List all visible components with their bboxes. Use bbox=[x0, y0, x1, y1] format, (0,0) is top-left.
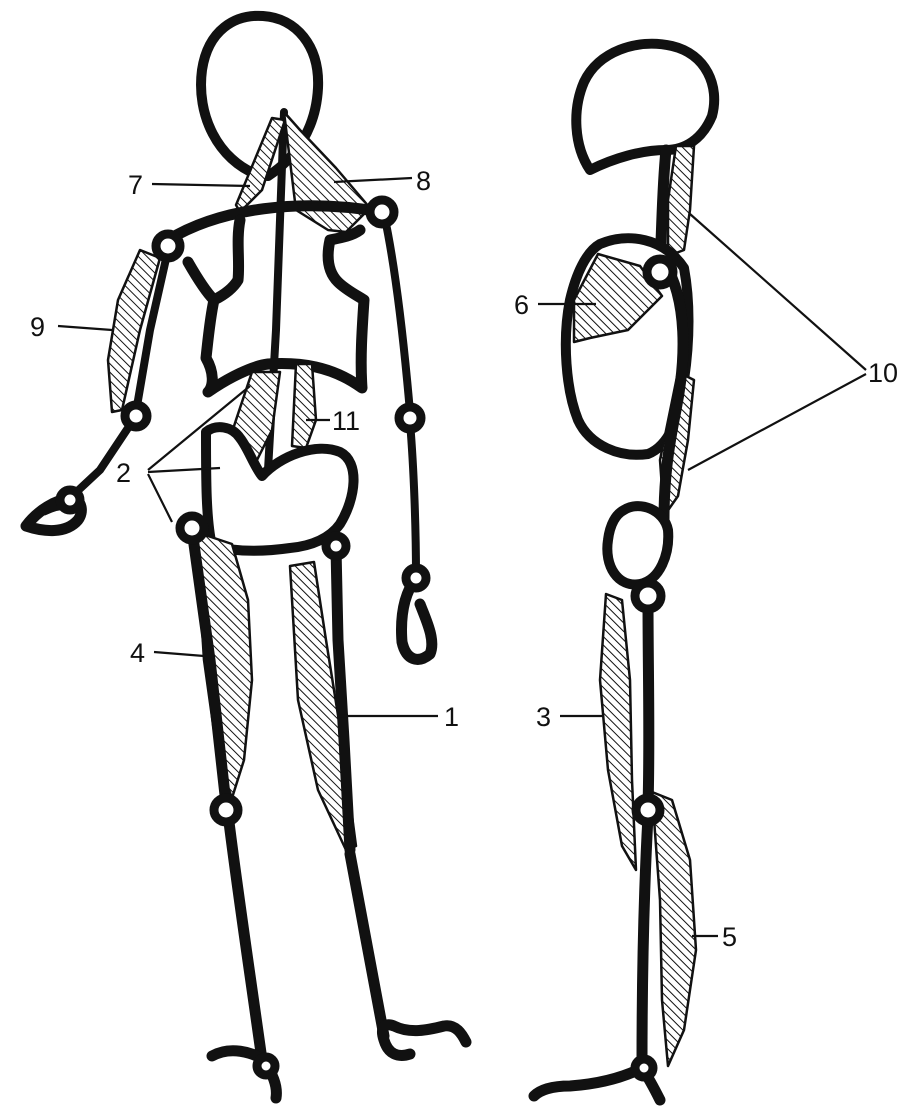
muscle-8 bbox=[284, 112, 370, 232]
muscle-10-upper bbox=[668, 146, 694, 256]
label-11: 11 bbox=[332, 406, 360, 436]
label-8: 8 bbox=[416, 166, 431, 196]
back-wrist-joint-right bbox=[60, 490, 80, 510]
side-shoulder-joint bbox=[647, 259, 673, 285]
muscle-11 bbox=[292, 364, 316, 448]
label-1: 1 bbox=[444, 702, 459, 732]
back-elbow-joint-right bbox=[125, 405, 147, 427]
back-shin-right bbox=[228, 814, 262, 1060]
muscle-5 bbox=[652, 792, 696, 1066]
label-10: 10 bbox=[868, 358, 898, 388]
leader-10b bbox=[688, 374, 866, 470]
back-knee-joint-right bbox=[214, 798, 238, 822]
label-6: 6 bbox=[514, 290, 529, 320]
leader-10a bbox=[690, 214, 866, 370]
side-pelvis bbox=[607, 506, 668, 584]
muscle-3 bbox=[600, 594, 636, 870]
back-hip-joint-left bbox=[326, 536, 346, 556]
back-foot-left bbox=[382, 1025, 466, 1056]
leader-lines bbox=[58, 178, 866, 936]
back-wrist-joint-left bbox=[406, 568, 426, 588]
back-shoulder-joint-right bbox=[156, 234, 180, 258]
label-2: 2 bbox=[116, 458, 131, 488]
leader-2c bbox=[148, 474, 172, 522]
side-view-figure bbox=[534, 44, 714, 1100]
leader-7 bbox=[152, 184, 250, 186]
label-4: 4 bbox=[130, 638, 145, 668]
label-5: 5 bbox=[722, 922, 737, 952]
leader-4 bbox=[154, 652, 204, 656]
side-shin bbox=[642, 816, 648, 1064]
back-shoulder-joint-left bbox=[370, 200, 394, 224]
side-knee-joint bbox=[636, 798, 660, 822]
label-3: 3 bbox=[536, 702, 551, 732]
back-upper-arm-left bbox=[384, 214, 410, 412]
back-forearm-left bbox=[410, 422, 416, 576]
back-hip-joint-right bbox=[180, 516, 204, 540]
label-7: 7 bbox=[128, 170, 143, 200]
back-shin-left bbox=[350, 854, 384, 1036]
side-thigh bbox=[648, 600, 649, 806]
back-ankle-joint-right bbox=[257, 1057, 275, 1075]
leader-9 bbox=[58, 326, 112, 330]
side-ankle-joint bbox=[635, 1059, 653, 1077]
side-hip-joint bbox=[635, 583, 661, 609]
back-elbow-joint-left bbox=[399, 407, 421, 429]
label-9: 9 bbox=[30, 312, 45, 342]
